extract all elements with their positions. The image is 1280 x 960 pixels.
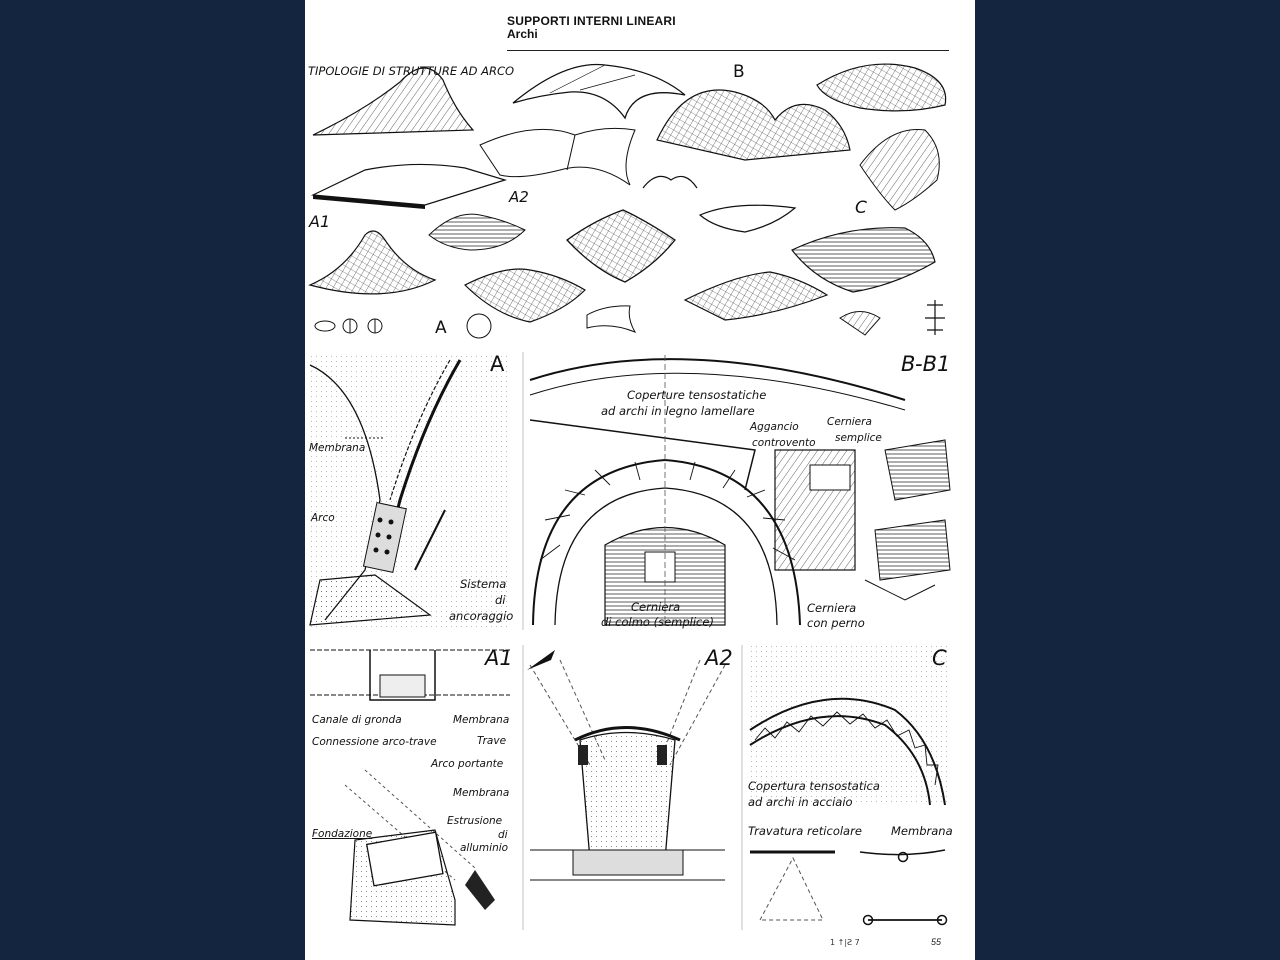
- panel-a2-letter: A2: [705, 646, 733, 670]
- panel-b-aggancio-1: Aggancio: [750, 421, 799, 433]
- label-a-top: A: [435, 318, 447, 338]
- sketch-grid-roof: [683, 271, 829, 321]
- panel-b-coperture-2: ad archi in legno lamellare: [601, 404, 755, 418]
- panel-c-drawing: 1 ↑|Ƨ 7: [748, 645, 948, 947]
- header-subtitle: Archi: [507, 27, 538, 41]
- panel-b-perno-1: Cerniera: [807, 601, 857, 615]
- label-b: B: [733, 62, 745, 82]
- document-page: SUPPORTI INTERNI LINEARI Archi: [305, 0, 975, 960]
- panel-b-colmo-1: Cerniera: [631, 600, 681, 614]
- label-a2-top: A2: [509, 188, 529, 206]
- page-number: 55: [931, 937, 942, 947]
- header-rule: [507, 50, 949, 51]
- panel-b-cerniera-semplice-2: semplice: [835, 432, 882, 444]
- panel-b-perno-2: con perno: [807, 616, 865, 630]
- panel-a1-canale: Canale di gronda: [312, 714, 402, 726]
- panel-a1-letter: A1: [485, 646, 513, 670]
- panel-b-aggancio-2: controvento: [752, 437, 816, 449]
- sketch-c-tunnel: [859, 128, 940, 211]
- panel-a1-trave: Trave: [477, 735, 507, 747]
- sketch-arch-curve: [512, 63, 686, 120]
- label-a1-top: A1: [309, 212, 331, 231]
- panel-c-travatura: Travatura reticolare: [748, 824, 862, 838]
- sketch-c-barrel: [791, 227, 936, 293]
- sketch-cone-a1: [308, 230, 437, 295]
- svg-text:1 ↑|Ƨ 7: 1 ↑|Ƨ 7: [830, 938, 860, 947]
- sketch-flat-membrane: [310, 163, 508, 209]
- sketch-small-dome: [428, 213, 526, 251]
- panel-a1-estrusione-3: alluminio: [460, 842, 509, 854]
- panel-b-drawing: [529, 355, 951, 626]
- sketch-saddle-grid: [463, 268, 586, 323]
- sketch-hyperbolic: [566, 209, 676, 283]
- panel-b-letter: B-B1: [901, 352, 951, 376]
- sketch-small-arch: [642, 175, 698, 189]
- panel-b-coperture-1: Coperture tensostatiche: [627, 388, 767, 402]
- label-c-top: C: [855, 198, 867, 218]
- sketch-sail-structure: [479, 127, 636, 186]
- page-header: SUPPORTI INTERNI LINEARI Archi: [507, 14, 676, 41]
- drawings: 1 ↑|Ƨ 7: [308, 63, 951, 947]
- panel-a-membrana: Membrana: [309, 442, 366, 454]
- sketch-symbols: [314, 300, 945, 339]
- sketch-small-saddle: [586, 305, 881, 336]
- panel-a1-connessione: Connessione arco-trave: [312, 736, 437, 748]
- panel-a-sistema: Sistema: [460, 577, 507, 591]
- panel-a1-membrana-2: Membrana: [453, 787, 510, 799]
- panel-a2-drawing: [527, 650, 726, 881]
- sketch-lens-shell: [816, 63, 947, 112]
- panel-c-copertura-2: ad archi in acciaio: [748, 795, 853, 809]
- panel-a1-drawing: [310, 649, 510, 926]
- panel-a1-estrusione-1: Estrusione: [447, 815, 503, 827]
- panel-a1-fondazione: Fondazione: [312, 828, 373, 840]
- panel-a-letter: A: [490, 352, 505, 376]
- panel-a1-membrana-1: Membrana: [453, 714, 510, 726]
- panel-a-di: di: [495, 593, 506, 607]
- panel-a-ancoraggio: ancoraggio: [449, 609, 514, 623]
- panel-a1-estrusione-2: di: [498, 829, 508, 841]
- sketch-saddle-tent: [312, 67, 475, 136]
- typologies-heading: TIPOLOGIE DI STRUTTURE AD ARCO: [308, 64, 515, 78]
- panel-c-membrana: Membrana: [891, 824, 953, 838]
- panel-a-arco: Arco: [311, 512, 335, 524]
- panel-b-colmo-2: di colmo (semplice): [601, 615, 714, 629]
- panel-c-letter: C: [932, 646, 947, 670]
- sketch-cushion: [698, 204, 797, 233]
- panel-a1-arco-portante: Arco portante: [431, 758, 504, 770]
- sketch-b-vault: [656, 89, 851, 161]
- header-title: SUPPORTI INTERNI LINEARI: [507, 14, 676, 28]
- panel-b-cerniera-semplice-1: Cerniera: [827, 416, 872, 428]
- panel-c-copertura-1: Copertura tensostatica: [748, 779, 880, 793]
- panel-a-drawing: [309, 352, 510, 627]
- panel-separators: [522, 352, 743, 930]
